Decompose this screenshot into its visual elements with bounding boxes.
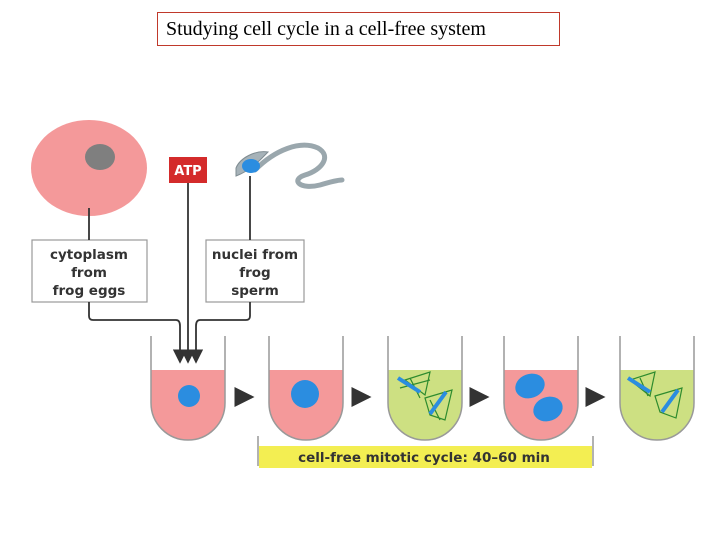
atp-tag (169, 157, 207, 183)
tube-3 (387, 336, 463, 441)
cytoplasm-label-line1: cytoplasm (50, 247, 128, 263)
page-title: Studying cell cycle in a cell-free syste… (157, 12, 560, 46)
egg-nucleus (85, 144, 115, 170)
cytoplasm-label-line2: from (71, 265, 107, 281)
nuclei-label-line3: sperm (231, 283, 279, 299)
tube-4 (503, 336, 579, 441)
timeline: cell-free mitotic cycle: 40–60 min (257, 436, 594, 468)
tube-2 (268, 336, 344, 441)
tube-1 (150, 336, 226, 441)
cytoplasm-arrow (88, 208, 180, 362)
nuclei-label-line2: frog (239, 265, 270, 281)
timeline-label: cell-free mitotic cycle: 40–60 min (298, 450, 550, 466)
tube-5 (619, 336, 695, 441)
nuclei-box (205, 239, 305, 303)
cytoplasm-label-line3: frog eggs (53, 283, 126, 299)
nuclei-arrow (196, 176, 251, 362)
frog-sperm (235, 142, 345, 189)
atp-label: ATP (174, 164, 201, 179)
nuclei-label-line1: nuclei from (212, 247, 298, 263)
frog-egg (31, 120, 147, 216)
